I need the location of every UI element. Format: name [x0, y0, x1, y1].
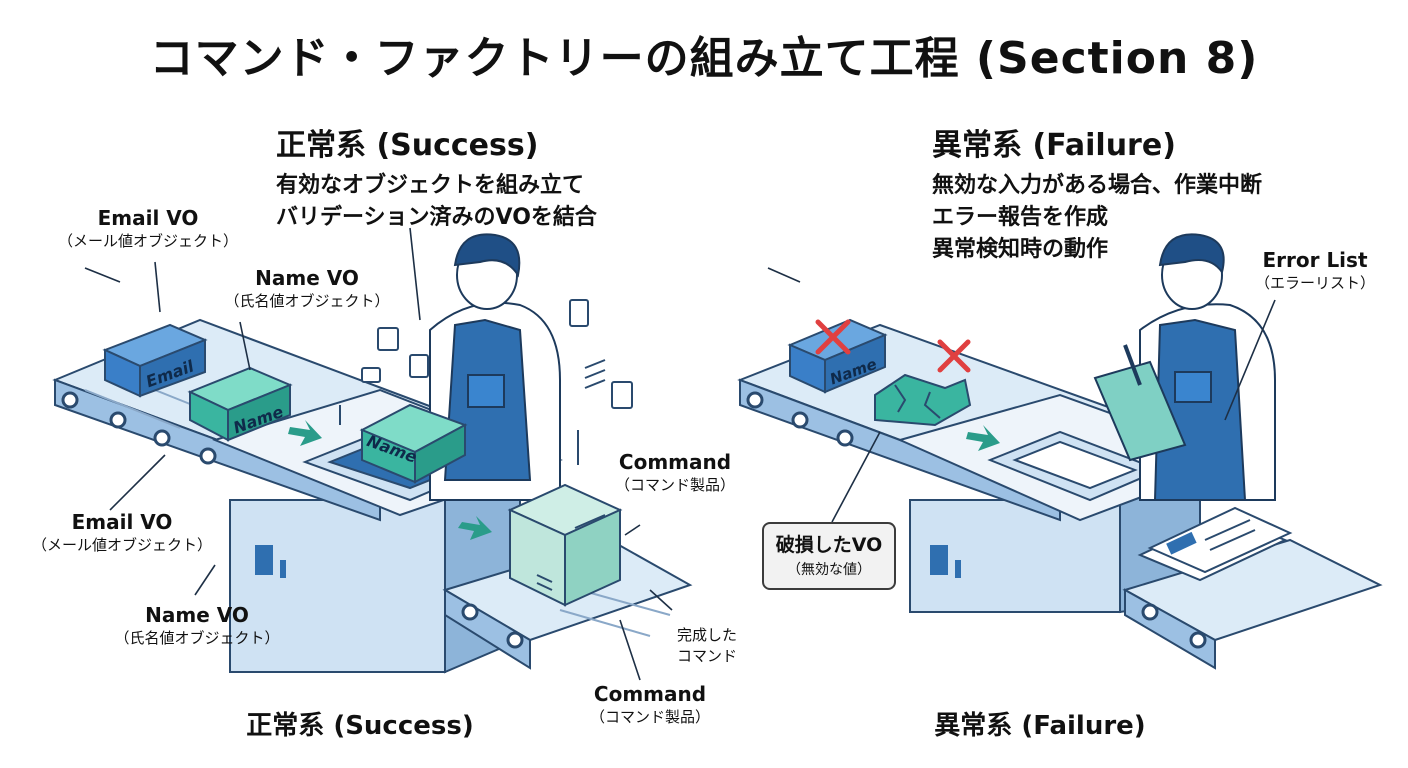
command-label-bottom-sub: （コマンド製品）	[589, 708, 710, 726]
command-label-right: Command （コマンド製品）	[600, 450, 750, 495]
failure-heading: 異常系 (Failure)	[932, 128, 1176, 163]
name-vo-label-top: Name VO （氏名値オブジェクト）	[212, 266, 402, 311]
failure-caption: 異常系 (Failure)	[934, 711, 1146, 741]
failure-flow-arrow	[966, 425, 1000, 451]
error-x-icons	[815, 319, 971, 373]
failure-pointer-lines	[767, 267, 1276, 523]
success-flow-arrows	[288, 420, 492, 540]
success-desc-line-2: バリデーション済みのVOを結合	[276, 205, 597, 230]
roller	[61, 391, 79, 409]
success-caption: 正常系 (Success)	[246, 711, 474, 741]
error-report-papers	[1137, 506, 1293, 582]
email-vo-label-bottom: Email VO （メール値オブジェクト）	[22, 510, 222, 555]
email-vo-label-top: Email VO （メール値オブジェクト）	[48, 206, 248, 251]
completed-line-2: コマンド	[676, 647, 737, 665]
command-label-right-sub: （コマンド製品）	[614, 476, 735, 494]
error-list-label-main: Error List	[1262, 248, 1368, 272]
success-heading-block: 正常系 (Success) 有効なオブジェクトを組み立て バリデーション済みのV…	[276, 120, 597, 234]
broken-vo-label-sub: （無効な値）	[787, 562, 871, 578]
failure-heading-block: 異常系 (Failure) 無効な入力がある場合、作業中断 エラー報告を作成 異…	[932, 120, 1262, 266]
name-vo-label-bottom: Name VO （氏名値オブジェクト）	[102, 603, 292, 648]
command-label-right-main: Command	[618, 450, 732, 474]
roller	[153, 429, 171, 447]
email-vo-label-bottom-main: Email VO	[71, 510, 173, 534]
email-vo-label-top-main: Email VO	[97, 206, 199, 230]
email-vo-label-top-sub: （メール値オブジェクト）	[57, 232, 238, 250]
roller	[199, 447, 217, 465]
error-list-label: Error List （エラーリスト）	[1240, 248, 1390, 293]
failure-output-conveyor	[1122, 538, 1383, 670]
broken-vo-box	[874, 373, 972, 427]
success-pointer-lines	[84, 227, 673, 681]
failure-desc-line-2: エラー報告を作成	[932, 205, 1109, 230]
name-vo-label-bottom-main: Name VO	[145, 603, 249, 627]
completed-line-1: 完成した	[676, 626, 737, 644]
success-desc-line-1: 有効なオブジェクトを組み立て	[276, 173, 585, 198]
name-vo-label-bottom-sub: （氏名値オブジェクト）	[114, 629, 280, 647]
success-heading: 正常系 (Success)	[276, 128, 539, 163]
held-name-box: Name	[359, 403, 468, 484]
page-title: コマンド・ファクトリーの組み立て工程 (Section 8)	[149, 33, 1259, 84]
email-vo-label-bottom-sub: （メール値オブジェクト）	[31, 536, 212, 554]
command-label-bottom-main: Command	[593, 682, 707, 706]
email-vo-box: Email	[102, 323, 208, 398]
failure-desc-line-3: 異常検知時の動作	[932, 237, 1109, 262]
failure-worker	[1093, 233, 1276, 501]
name-vo-label-top-main: Name VO	[255, 266, 359, 290]
broken-vo-callout: 破損したVO （無効な値）	[762, 522, 896, 590]
name-vo-label-top-sub: （氏名値オブジェクト）	[224, 292, 390, 310]
failure-machine	[909, 468, 1201, 614]
data-icons	[339, 299, 633, 465]
broken-vo-label-main: 破損したVO	[775, 534, 883, 556]
roller	[109, 411, 127, 429]
failure-desc-line-1: 無効な入力がある場合、作業中断	[932, 173, 1263, 198]
command-package	[507, 483, 623, 607]
completed-command-label: 完成した コマンド	[662, 624, 752, 666]
error-list-label-sub: （エラーリスト）	[1254, 274, 1375, 292]
command-label-bottom: Command （コマンド製品）	[575, 682, 725, 727]
